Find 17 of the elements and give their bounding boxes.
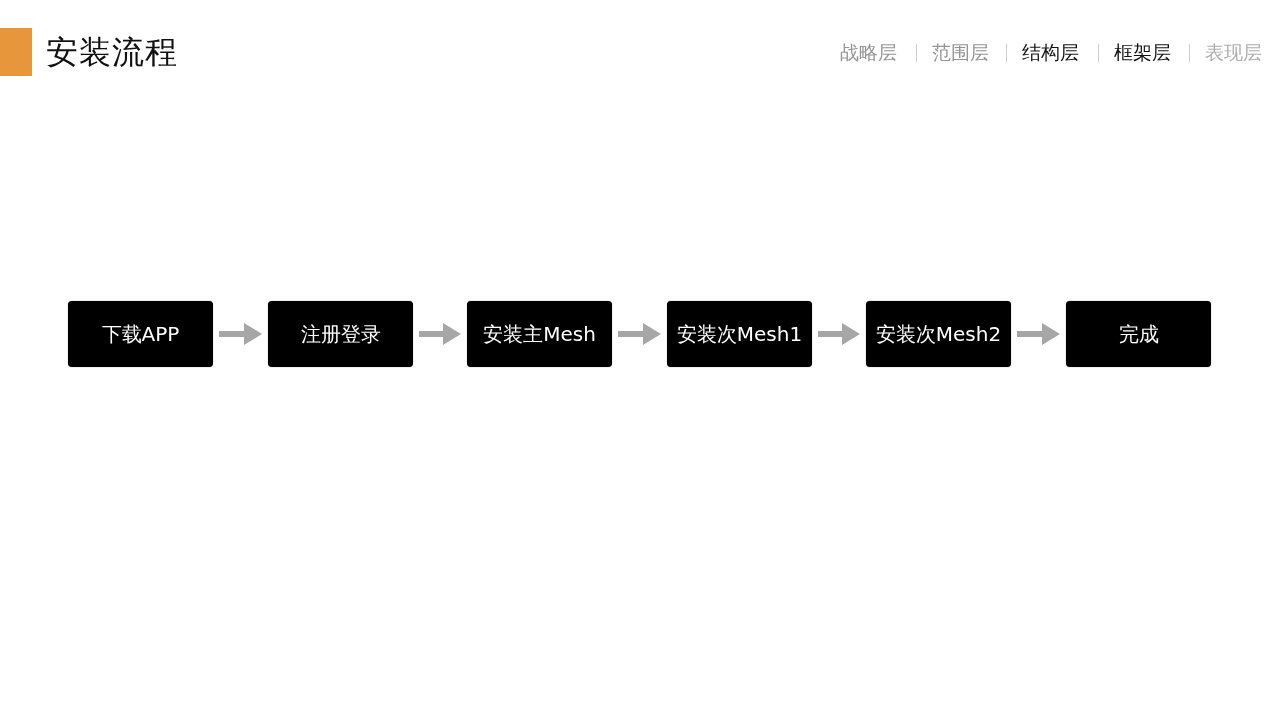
nav-label: 战略层 — [840, 40, 897, 64]
step-box: 安装主Mesh — [467, 301, 612, 367]
arrow — [1017, 323, 1060, 345]
step-box: 安装次Mesh1 — [667, 301, 812, 367]
arrow — [419, 323, 461, 345]
arrow — [219, 323, 262, 345]
nav-label: 表现层 — [1205, 40, 1262, 64]
page-title: 安装流程 — [46, 32, 178, 72]
nav-label: 结构层 — [1022, 40, 1079, 64]
arrow — [618, 323, 661, 345]
step-box: 注册登录 — [268, 301, 413, 367]
nav-label: 框架层 — [1114, 40, 1171, 64]
arrow — [818, 323, 860, 345]
step-box: 完成 — [1066, 301, 1211, 367]
step-box: 安装次Mesh2 — [866, 301, 1011, 367]
step-box: 下载APP — [68, 301, 213, 367]
nav-label: 范围层 — [932, 40, 989, 64]
